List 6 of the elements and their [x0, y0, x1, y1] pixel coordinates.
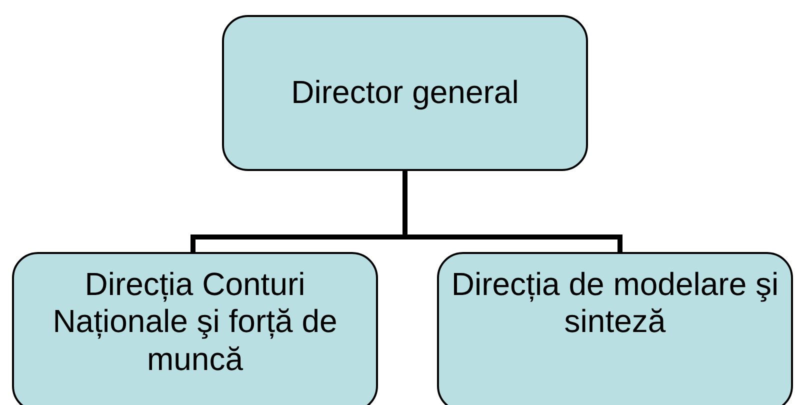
org-box — [12, 252, 378, 405]
org-box — [437, 252, 793, 405]
box-label: Direcția Conturi Naționale şi forță de muncă — [52, 266, 338, 378]
org-box — [222, 15, 588, 171]
box-label: Direcția de modelare şi sinteză — [450, 266, 780, 341]
box-label: Director general — [291, 74, 519, 112]
